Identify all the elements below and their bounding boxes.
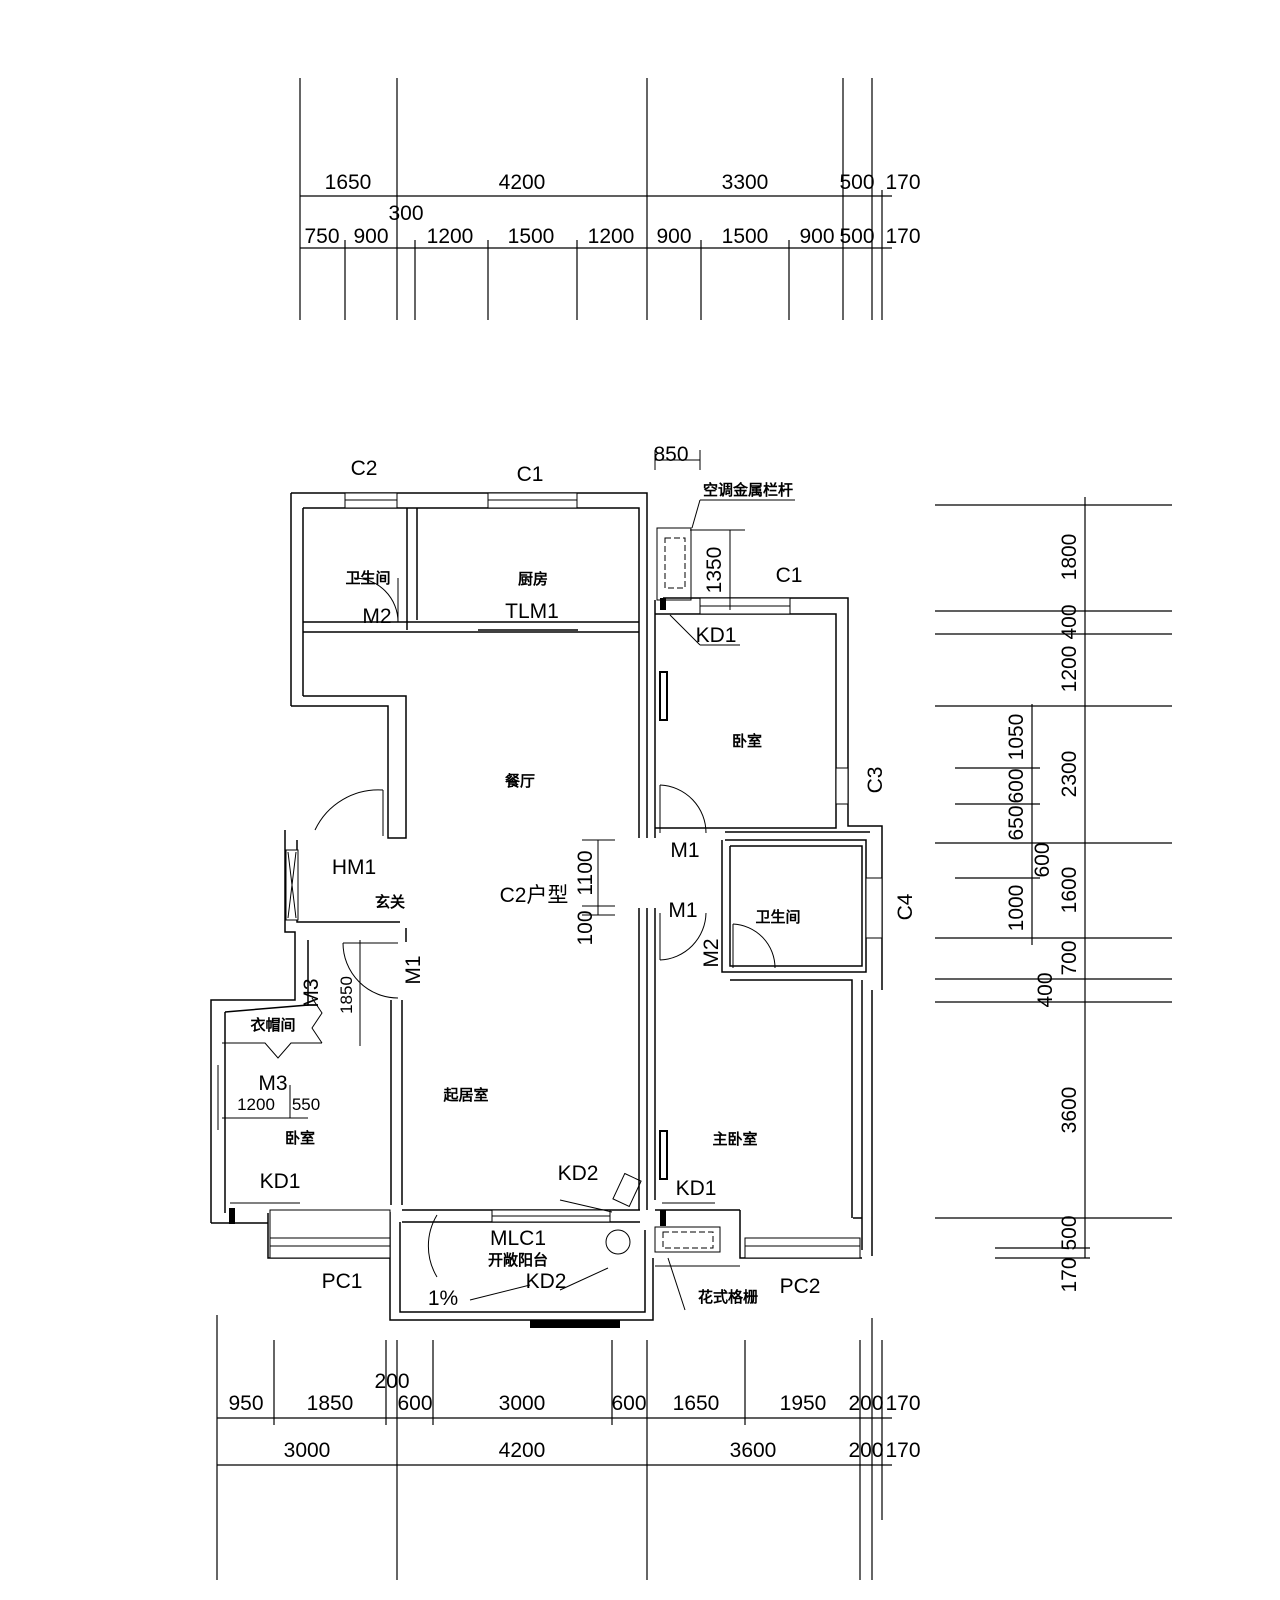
dim-top-300: 300: [388, 202, 423, 225]
dim-right-1600: 1600: [1058, 867, 1081, 914]
dim-top-1200a: 1200: [427, 225, 474, 248]
dim-bottom-200c: 200: [848, 1439, 883, 1462]
label-open-balcony: 开敞阳台: [488, 1251, 548, 1269]
dim-bottom-1650: 1650: [673, 1392, 720, 1415]
dim-top-500: 500: [839, 171, 874, 194]
label-m3-a: M3: [300, 978, 323, 1007]
dim-right-600b: 600: [1031, 842, 1054, 877]
dim-top-900c: 900: [799, 225, 834, 248]
dim-right-400b: 400: [1034, 972, 1057, 1007]
label-slope: 1%: [428, 1287, 458, 1310]
dim-1350: 1350: [703, 547, 726, 594]
dim-1850-inner: 1850: [337, 976, 356, 1014]
label-flower-grille: 花式格栅: [698, 1288, 758, 1306]
doors: [218, 450, 795, 1310]
label-kd1-left: KD1: [260, 1170, 301, 1193]
dim-1200-inner: 1200: [237, 1095, 275, 1114]
dim-top-1200b: 1200: [588, 225, 635, 248]
label-mlc1: MLC1: [490, 1227, 546, 1250]
dim-right-400a: 400: [1058, 604, 1081, 639]
label-kitchen: 厨房: [518, 570, 548, 588]
dim-right-1200: 1200: [1058, 646, 1081, 693]
label-ac-rail: 空调金属栏杆: [703, 481, 793, 499]
label-tlm1: TLM1: [505, 600, 559, 623]
dim-right-170: 170: [1058, 1257, 1081, 1292]
dim-bottom-3600: 3600: [730, 1439, 777, 1462]
label-c3: C3: [864, 767, 887, 794]
label-bath-right: 卫生间: [755, 908, 800, 926]
label-pc2: PC2: [780, 1275, 821, 1298]
labels: C2 C1 850 空调金属栏杆 1350 C1 卫生间 厨房 M2 TLM1 …: [237, 443, 917, 1310]
label-living: 起居室: [442, 1086, 488, 1104]
label-m1-a: M1: [670, 839, 699, 862]
label-c1-top: C1: [517, 463, 544, 486]
dim-bottom-3000b: 3000: [284, 1439, 331, 1462]
label-bath-top: 卫生间: [345, 569, 390, 587]
label-pc1: PC1: [322, 1270, 363, 1293]
label-kd1-top: KD1: [696, 624, 737, 647]
dim-top-1500a: 1500: [508, 225, 555, 248]
dim-bottom-170b: 170: [885, 1439, 920, 1462]
dim-top-500b: 500: [839, 225, 874, 248]
dim-bottom-200b: 200: [848, 1392, 883, 1415]
label-m1-b: M1: [668, 899, 697, 922]
dim-right-3600: 3600: [1058, 1087, 1081, 1134]
dim-bottom-200a: 200: [374, 1370, 409, 1393]
top-dimension-chain: 1650 4200 3300 500 170 750 900 300 1200 …: [300, 78, 921, 320]
label-hm1: HM1: [332, 856, 376, 879]
dim-bottom-1950: 1950: [780, 1392, 827, 1415]
bottom-dimension-chain: 950 1850 200 600 3000 600 1650 1950 200 …: [217, 1315, 921, 1580]
label-unit-type: C2户型: [500, 884, 569, 907]
label-dining: 餐厅: [505, 772, 535, 790]
dim-right-650: 650: [1005, 805, 1028, 840]
dim-top-900b: 900: [656, 225, 691, 248]
dim-right-600a: 600: [1005, 768, 1028, 803]
dim-right-2300: 2300: [1058, 751, 1081, 798]
dim-top-1500b: 1500: [722, 225, 769, 248]
dim-right-500: 500: [1058, 1215, 1081, 1250]
label-c4: C4: [894, 893, 917, 920]
dim-1100: 1100: [574, 850, 597, 895]
dim-bottom-950: 950: [228, 1392, 263, 1415]
label-bedroom-right: 卧室: [732, 732, 762, 750]
dim-top-1650: 1650: [325, 171, 372, 194]
windows: [270, 493, 882, 1328]
dim-bottom-600a: 600: [397, 1392, 432, 1415]
dim-bottom-170a: 170: [885, 1392, 920, 1415]
label-c1-right: C1: [776, 564, 803, 587]
label-m2-right: M2: [700, 938, 723, 967]
dim-top-170: 170: [885, 171, 920, 194]
dim-bottom-4200: 4200: [499, 1439, 546, 1462]
label-foyer: 玄关: [375, 893, 405, 911]
label-cloakroom: 衣帽间: [250, 1016, 295, 1034]
dim-right-700: 700: [1058, 940, 1081, 975]
label-kd1-right: KD1: [676, 1177, 717, 1200]
dim-right-1050: 1050: [1005, 714, 1028, 761]
label-m1-c: M1: [402, 955, 425, 984]
dim-bottom-600b: 600: [611, 1392, 646, 1415]
label-c2-top: C2: [351, 457, 378, 480]
dim-top-750: 750: [304, 225, 339, 248]
label-bedroom-left: 卧室: [285, 1129, 315, 1147]
dim-550-inner: 550: [292, 1095, 320, 1114]
dim-top-170b: 170: [885, 225, 920, 248]
dim-bottom-1850: 1850: [307, 1392, 354, 1415]
label-kd2-b: KD2: [526, 1270, 567, 1293]
dim-top-900: 900: [353, 225, 388, 248]
dim-top-4200: 4200: [499, 171, 546, 194]
dim-100: 100: [574, 910, 597, 945]
label-m3-b: M3: [258, 1072, 287, 1095]
dim-right-1800: 1800: [1058, 534, 1081, 581]
label-master-bedroom: 主卧室: [712, 1130, 757, 1148]
label-kd2-a: KD2: [558, 1162, 599, 1185]
right-dimension-chain: 1800 400 1200 2300 1600 700 400 3600 500…: [935, 497, 1172, 1293]
dim-right-1000: 1000: [1005, 885, 1028, 932]
dim-850: 850: [653, 443, 688, 466]
label-m2-top: M2: [362, 605, 391, 628]
dim-bottom-3000a: 3000: [499, 1392, 546, 1415]
dim-top-3300: 3300: [722, 171, 769, 194]
